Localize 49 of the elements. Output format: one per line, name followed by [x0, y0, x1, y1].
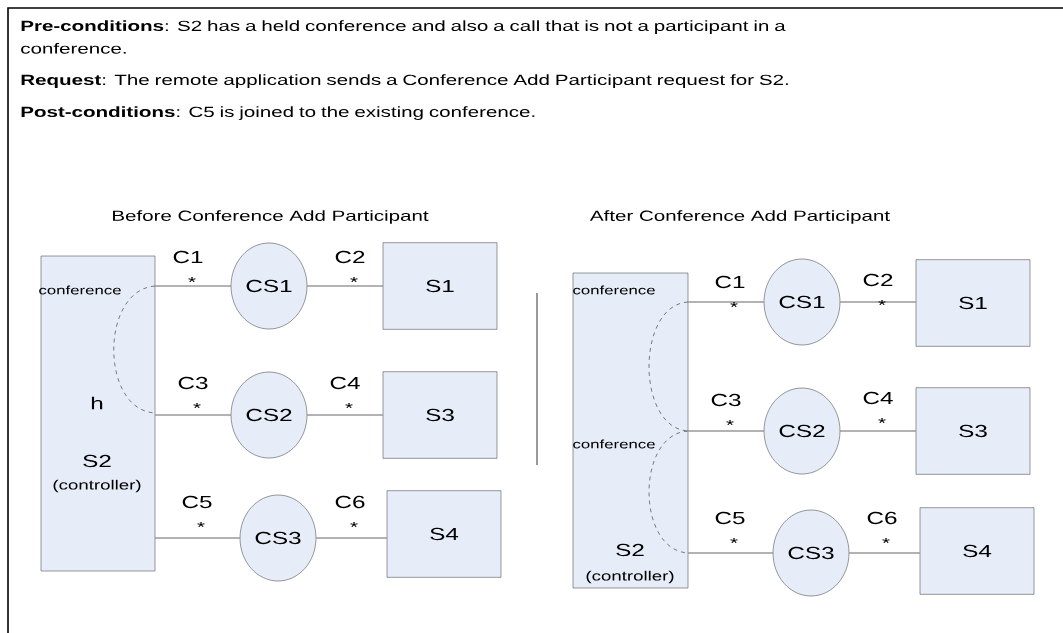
edge-label: C2: [863, 273, 893, 287]
connector-line: [154, 537, 241, 539]
multiplicity-mark: *: [188, 276, 196, 283]
station-box: conference conference S2 (controller): [572, 272, 689, 589]
multiplicity-mark: *: [878, 417, 886, 424]
connector-line: [687, 301, 765, 303]
connector-line: [154, 414, 232, 416]
multiplicity-mark: *: [878, 299, 886, 306]
station-box: conference h S2 (controller): [39, 255, 156, 572]
edge-label: C4: [863, 391, 893, 405]
edge-label: C3: [178, 376, 208, 390]
connector-line: [848, 552, 921, 554]
edge-label: C5: [715, 511, 745, 525]
station-box: S4: [386, 490, 502, 578]
station-box: S1: [915, 259, 1031, 347]
connector-line: [687, 430, 765, 432]
station-box: S3: [915, 387, 1031, 475]
condition-text: Pre-conditions: S2 has a held conference and also a call that is not a participant in a conference.: [21, 20, 786, 54]
panel-heading: Before Conference Add Participant: [113, 210, 429, 224]
edge-label: C1: [715, 275, 745, 289]
edge-label: C6: [335, 495, 365, 509]
station-box: S1: [382, 242, 498, 330]
station-box: S3: [382, 371, 498, 459]
multiplicity-mark: *: [197, 521, 205, 528]
edge-label: C4: [330, 376, 360, 390]
connector-line: [154, 285, 232, 287]
connector-line: [839, 430, 917, 432]
multiplicity-mark: *: [730, 301, 738, 308]
edge-label: C3: [711, 393, 741, 407]
condition-text: Request: The remote application sends a Conference Add Participant request for S2.: [21, 74, 788, 88]
multiplicity-mark: *: [730, 537, 738, 544]
connector-line: [839, 301, 917, 303]
connector-line: [306, 414, 384, 416]
edge-label: C1: [173, 250, 203, 264]
multiplicity-mark: *: [193, 402, 201, 409]
edge-label: C6: [867, 511, 897, 525]
panel-heading: After Conference Add Participant: [589, 210, 890, 224]
connector-line: [687, 552, 774, 554]
edge-label: C5: [182, 495, 212, 509]
connector-line: [315, 537, 388, 539]
station-box: S4: [919, 507, 1035, 595]
connector-line: [306, 285, 384, 287]
edge-label: C2: [335, 250, 365, 264]
multiplicity-mark: *: [882, 537, 890, 544]
multiplicity-mark: *: [350, 276, 358, 283]
multiplicity-mark: *: [726, 419, 734, 426]
condition-text: Post-conditions: C5 is joined to the existing conference.: [21, 106, 535, 120]
multiplicity-mark: *: [350, 521, 358, 528]
multiplicity-mark: *: [345, 402, 353, 409]
